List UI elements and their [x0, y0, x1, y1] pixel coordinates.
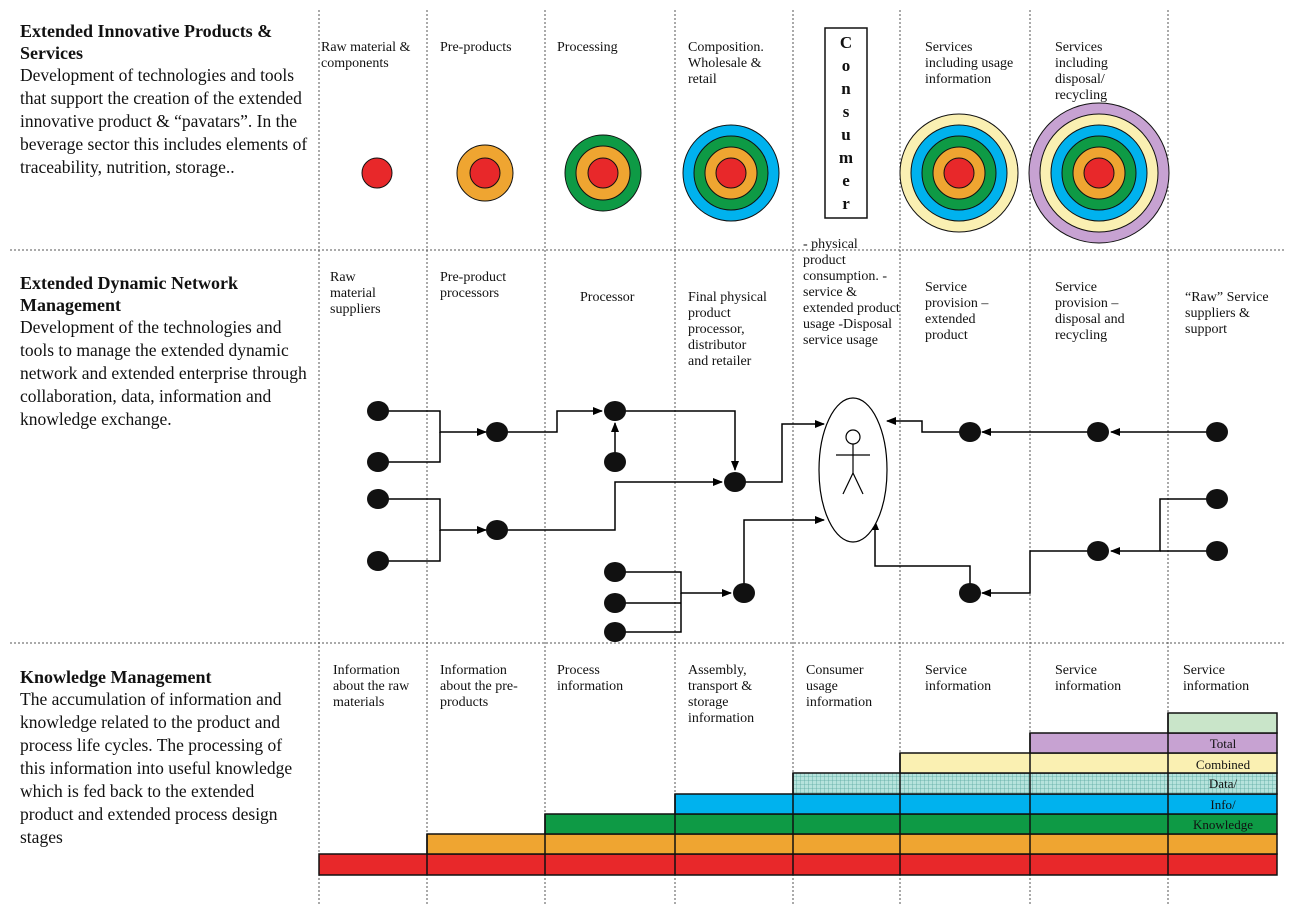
stage-label: Raw material & components [321, 40, 411, 71]
node [604, 452, 626, 472]
network-label: Pre-product processors [440, 270, 507, 301]
stage-label: Services including disposal/ recycling [1055, 40, 1108, 103]
node [604, 401, 626, 421]
consumer-letter: m [838, 148, 854, 167]
stack-label: Total [1210, 736, 1237, 751]
node [604, 622, 626, 642]
consumer-letter: C [839, 33, 853, 52]
product-circle-composition [682, 124, 780, 222]
bar-green [544, 813, 1278, 835]
node [1087, 422, 1109, 442]
row-description: Development of technologies and tools th… [20, 65, 308, 177]
bar-lightgreen [1167, 712, 1278, 734]
stage-label: Services including usage information [925, 40, 1014, 87]
row-product-services: Extended Innovative Products & Services … [20, 20, 308, 179]
knowledge-label: Service information [1183, 663, 1250, 694]
network-label: Service provision – disposal and recycli… [1055, 280, 1125, 343]
stage-label: Processing [557, 40, 618, 55]
row-network-management: Extended Dynamic Network Management Deve… [20, 272, 308, 431]
network-label: Final physical product processor, distri… [688, 290, 767, 369]
row-title: Knowledge Management [20, 667, 212, 687]
knowledge-label: Consumer usage information [806, 663, 873, 710]
bar-hatch [792, 772, 1278, 795]
bar-purple [1029, 732, 1278, 754]
stack-label: Knowledge [1193, 817, 1253, 832]
network-label: - physical product consumption. -service… [803, 237, 900, 348]
node [724, 472, 746, 492]
knowledge-bars [318, 712, 1278, 876]
bar-orange [426, 833, 1278, 855]
row-description: Development of the technologies and tool… [20, 317, 307, 429]
bar-red [318, 853, 1278, 876]
consumer-letter: u [841, 125, 851, 144]
node [604, 562, 626, 582]
network-connections [378, 407, 1217, 633]
node [1206, 422, 1228, 442]
knowledge-label: Information about the raw materials [333, 663, 410, 710]
stack-labels: Total Combined Data/ Info/ Knowledge [1193, 736, 1253, 832]
node [367, 452, 389, 472]
product-circle-processing [564, 134, 642, 212]
knowledge-label: Process information [557, 663, 624, 694]
consumer-letter: s [842, 102, 850, 121]
consumer-figure-icon [818, 397, 888, 543]
row-title: Extended Innovative Products & Services [20, 21, 273, 63]
network-label: Service provision – extended product [925, 280, 989, 343]
bar-cyan [674, 793, 1278, 815]
node [1206, 541, 1228, 561]
node [959, 422, 981, 442]
product-circle-disposal [1028, 102, 1170, 244]
knowledge-label: Assembly, transport & storage informatio… [688, 663, 755, 726]
node [486, 422, 508, 442]
product-circle-pre [456, 144, 514, 202]
row-title: Extended Dynamic Network Management [20, 273, 238, 315]
node [959, 583, 981, 603]
column-dividers [426, 713, 1169, 875]
stack-label: Combined [1196, 757, 1251, 772]
product-circles [361, 102, 1170, 244]
node [486, 520, 508, 540]
node [367, 401, 389, 421]
consumer-letter: n [841, 79, 851, 98]
consumer-letter: e [842, 171, 850, 190]
stack-label: Info/ [1210, 797, 1236, 812]
node [604, 593, 626, 613]
consumer-box [824, 27, 868, 219]
node [1087, 541, 1109, 561]
stage-label: Composition. Wholesale & retail [688, 40, 764, 87]
node [367, 551, 389, 571]
knowledge-label: Service information [1055, 663, 1122, 694]
network-label: Raw material suppliers [330, 270, 381, 317]
network-nodes [367, 401, 1228, 642]
row-knowledge-management: Knowledge Management The accumulation of… [20, 666, 308, 849]
consumer-label: C o n s u m e r [825, 31, 867, 215]
product-circle-raw [361, 157, 393, 189]
node [367, 489, 389, 509]
knowledge-label: Information about the pre-products [440, 663, 518, 710]
knowledge-label: Service information [925, 663, 992, 694]
network-label: Processor [580, 290, 635, 305]
node [1206, 489, 1228, 509]
node [733, 583, 755, 603]
consumer-letter: r [842, 194, 850, 213]
stack-label: Data/ [1209, 776, 1238, 791]
network-label: “Raw” Service suppliers & support [1185, 290, 1269, 337]
row-description: The accumulation of information and know… [20, 689, 293, 847]
consumer-letter: o [841, 56, 851, 75]
stage-label: Pre-products [440, 40, 512, 55]
product-circle-usage [899, 113, 1019, 233]
